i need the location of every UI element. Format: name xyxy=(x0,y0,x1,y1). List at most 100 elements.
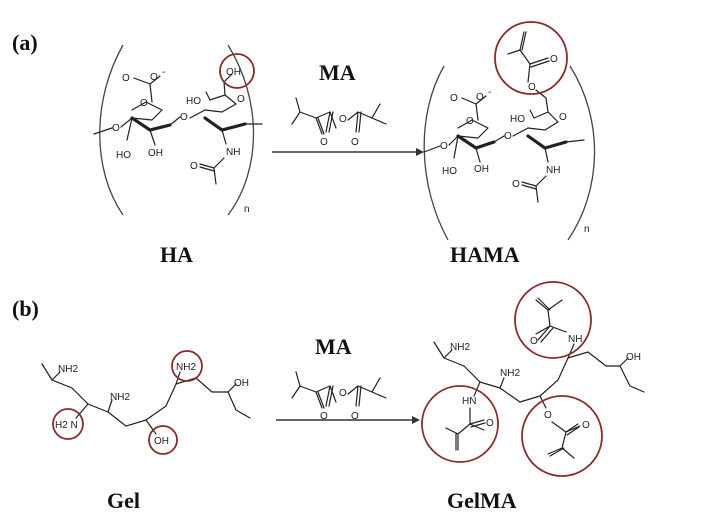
gelma-nh-top-bond xyxy=(567,343,575,359)
hama-carboxylate-o: O xyxy=(476,92,484,103)
hama-left-bracket xyxy=(423,65,449,241)
hama-nh: NH xyxy=(546,165,560,176)
gelma-amide-o-left: O xyxy=(486,418,494,429)
ma-b-left-co xyxy=(325,385,334,407)
ha-ring-o1: O xyxy=(140,98,148,109)
hama-ho-upper: HO xyxy=(510,114,525,125)
hama-repeat-n: n xyxy=(584,224,590,235)
hama-carboxyl-o-bond xyxy=(475,95,487,105)
ha-ho-upper: HO xyxy=(186,96,201,107)
hama-carbonyl-o-left: O xyxy=(450,93,458,104)
ha-structure: n O OH HO O O - O O HO OH xyxy=(93,44,263,216)
hama-chain-right-bond xyxy=(565,139,585,143)
hama-ring-o1: O xyxy=(466,116,474,127)
gel-h2n: H2 N xyxy=(55,420,78,431)
ha-ring1-top xyxy=(120,101,163,128)
gelma-structure: NH2 NH2 OH NH O HN O O O xyxy=(421,281,645,477)
hama-name: HAMA xyxy=(450,242,520,267)
gel-structure: NH2 H2 N NH2 OH NH2 OH xyxy=(41,350,251,455)
gelma-nh2-a-bond xyxy=(443,349,453,359)
gelma-left-highlight-circle xyxy=(421,385,499,463)
ha-right-bracket xyxy=(227,44,255,216)
ha-acetyl-co xyxy=(199,163,215,172)
hama-ring1-top xyxy=(448,119,489,146)
hama-ring2-top xyxy=(512,111,559,137)
ha-link-o1: O xyxy=(112,123,120,134)
ha-carboxylate-o: O xyxy=(150,72,158,83)
gelma-name: GelMA xyxy=(447,488,517,513)
gelma-right-methacryl xyxy=(547,421,581,459)
ha-left-bracket xyxy=(99,44,124,216)
hama-methacryl-group xyxy=(507,31,550,83)
ha-glyco-bond xyxy=(169,116,181,126)
hama-charge: - xyxy=(488,87,491,98)
gel-oh-bond xyxy=(145,419,157,435)
gelma-nh-top: NH xyxy=(568,334,582,345)
gel-nh2-b: NH2 xyxy=(110,392,130,403)
ma-a-co-left: O xyxy=(320,137,328,148)
ha-oh-circled: OH xyxy=(226,67,241,78)
gel-nh2-a: NH2 xyxy=(58,364,78,375)
ha-ring2-front xyxy=(203,116,247,132)
gelma-top-co xyxy=(537,325,554,343)
ha-oh-lower: OH xyxy=(148,148,163,159)
ha-name: HA xyxy=(160,242,193,267)
hama-acetyl-bond xyxy=(535,175,547,203)
ma-a-left-co xyxy=(325,111,334,133)
gel-oh-highlight-circle xyxy=(148,425,178,455)
hama-ho-lower: HO xyxy=(442,166,457,177)
ha-oh-highlight-circle xyxy=(219,53,255,89)
gel-nh2-a-bond xyxy=(51,371,61,381)
hama-ester-o: O xyxy=(528,82,536,93)
hama-methacryl-highlight-circle xyxy=(494,21,568,95)
hama-ring-o2: O xyxy=(559,112,567,123)
hama-oh-lower: OH xyxy=(474,164,489,175)
ma-a-co-right: O xyxy=(351,137,359,148)
hama-right-bracket xyxy=(567,65,596,241)
gel-nh2-b-bond xyxy=(107,399,113,413)
ha-ho-upper-bond xyxy=(205,91,211,101)
ma-b-bridge-o: O xyxy=(339,388,347,399)
hama-chain-left-bond xyxy=(423,145,441,153)
ma-label-a: MA xyxy=(319,60,356,85)
ma-b-co-left: O xyxy=(320,411,328,422)
ha-acetyl-bond xyxy=(213,157,225,185)
ha-repeat-n: n xyxy=(244,204,250,215)
hama-link-o2: O xyxy=(504,131,512,142)
panel-a: (a) n O OH HO O O - O O xyxy=(12,21,596,267)
panel-a-label: (a) xyxy=(12,30,38,55)
gel-name: Gel xyxy=(107,488,140,513)
hama-nh-bond xyxy=(544,147,549,163)
ma-label-b: MA xyxy=(315,334,352,359)
ha-ring-o2: O xyxy=(237,94,245,105)
gelma-left-methacryl xyxy=(445,407,485,451)
gelma-nh2-b: NH2 xyxy=(500,368,520,379)
ha-nh-bond xyxy=(221,129,227,145)
ma-b-right xyxy=(347,377,387,407)
gel-h2n-highlight-circle xyxy=(52,408,84,440)
hama-link-o1: O xyxy=(440,141,448,152)
gelma-oh-end-bond xyxy=(619,357,629,367)
gel-backbone xyxy=(41,363,251,427)
gelma-hn-left: HN xyxy=(462,396,476,407)
gelma-ester-bond xyxy=(539,395,547,409)
ha-charge: - xyxy=(162,67,165,78)
hama-ring1-ho-bond xyxy=(453,135,459,159)
gelma-nh2-b-bond xyxy=(499,377,505,389)
hama-ring2-front xyxy=(526,134,568,150)
ha-glyco-o: O xyxy=(180,112,188,123)
hama-acetyl-co xyxy=(521,181,537,190)
ha-carbonyl-o-left: O xyxy=(122,73,130,84)
gelma-ester-o: O xyxy=(544,410,552,421)
gelma-top-highlight-circle xyxy=(514,281,592,359)
gelma-oh-end: OH xyxy=(626,352,641,363)
gel-nh2-highlight-circle xyxy=(171,350,203,382)
ha-acetyl-o: O xyxy=(190,161,198,172)
ha-chain-left-bond xyxy=(93,127,113,135)
panel-b-label: (b) xyxy=(12,296,39,321)
ma-a-right xyxy=(347,103,387,133)
gelma-backbone xyxy=(433,341,645,403)
gel-oh-circled: OH xyxy=(154,436,169,447)
reaction-arrowhead-b xyxy=(412,416,420,424)
hama-glyco-bond xyxy=(493,135,505,143)
